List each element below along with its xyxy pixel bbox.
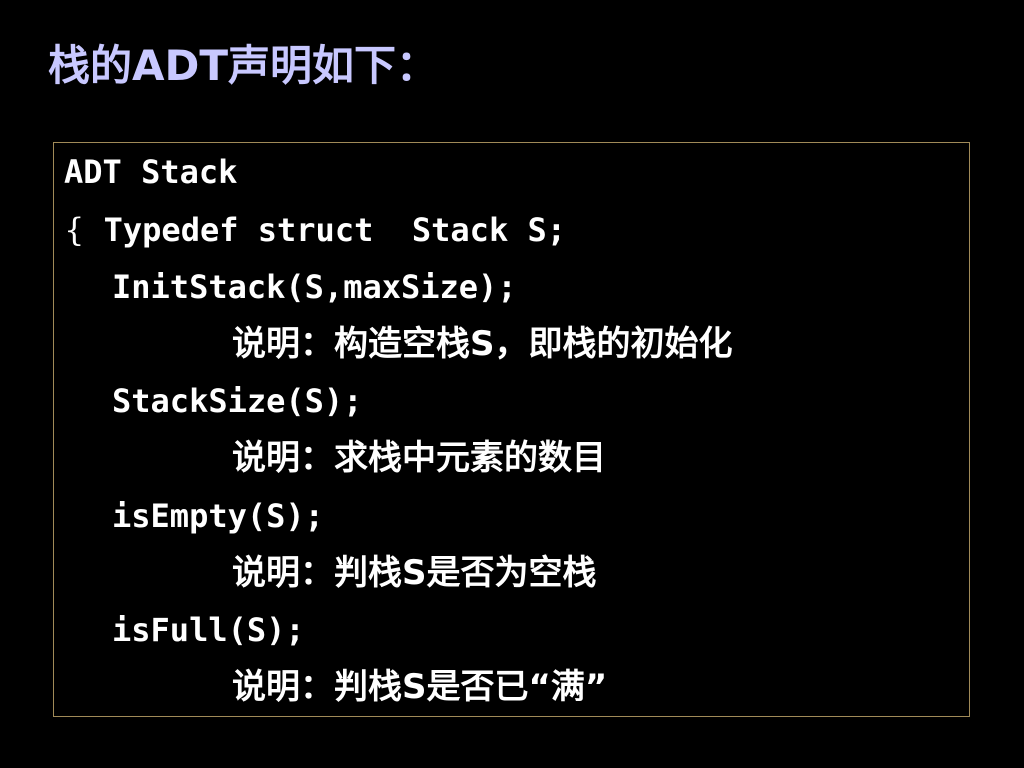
code-block: ADT Stack { Typedef struct Stack S; Init… bbox=[53, 142, 970, 717]
code-line-typedef-text: Typedef struct Stack S; bbox=[84, 211, 566, 249]
desc-initstack: 说明：构造空栈S，即栈的初始化 bbox=[232, 324, 733, 364]
desc-stacksize: 说明：求栈中元素的数目 bbox=[232, 438, 606, 478]
code-line-stacksize: StackSize(S); bbox=[112, 382, 363, 420]
code-line-typedef: { Typedef struct Stack S; bbox=[64, 205, 566, 255]
desc-isfull: 说明：判栈S是否已“满” bbox=[232, 667, 608, 707]
desc-isempty: 说明：判栈S是否为空栈 bbox=[232, 553, 597, 593]
code-line-isfull: isFull(S); bbox=[112, 611, 305, 649]
code-line-adt-stack: ADT Stack bbox=[64, 153, 238, 191]
code-line-initstack: InitStack(S,maxSize); bbox=[112, 268, 517, 306]
code-line-isempty: isEmpty(S); bbox=[112, 497, 324, 535]
open-brace: { bbox=[64, 211, 85, 249]
slide-title: 栈的ADT声明如下： bbox=[48, 41, 439, 90]
